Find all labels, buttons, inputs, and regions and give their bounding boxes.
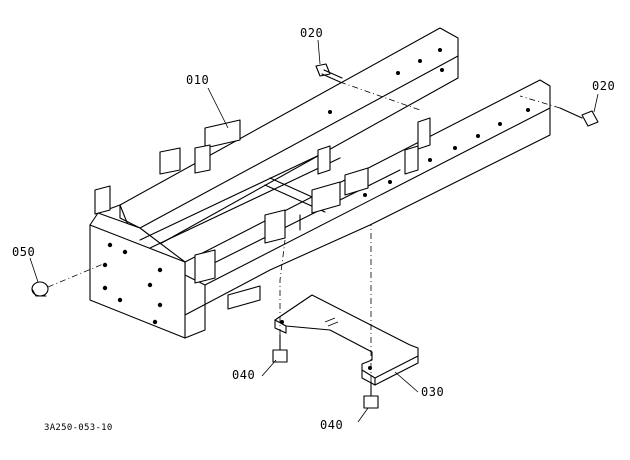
bolts bbox=[31, 63, 599, 409]
reference-code: 3A250-053-10 bbox=[44, 423, 113, 433]
front-end-plate bbox=[89, 212, 186, 339]
callout-bolt-right: 020 bbox=[592, 79, 616, 93]
callout-bolt-bottom-left: 040 bbox=[232, 368, 256, 382]
brackets bbox=[94, 117, 431, 310]
plate-030 bbox=[274, 294, 419, 386]
callout-bolt-bottom: 040 bbox=[320, 418, 344, 432]
callout-frame: 010 bbox=[186, 73, 210, 87]
leader-lines bbox=[29, 39, 599, 423]
callout-plate: 030 bbox=[421, 385, 445, 399]
assembly-lines bbox=[47, 81, 561, 382]
callout-bolt-top: 020 bbox=[300, 26, 324, 40]
callout-plug: 050 bbox=[12, 245, 36, 259]
